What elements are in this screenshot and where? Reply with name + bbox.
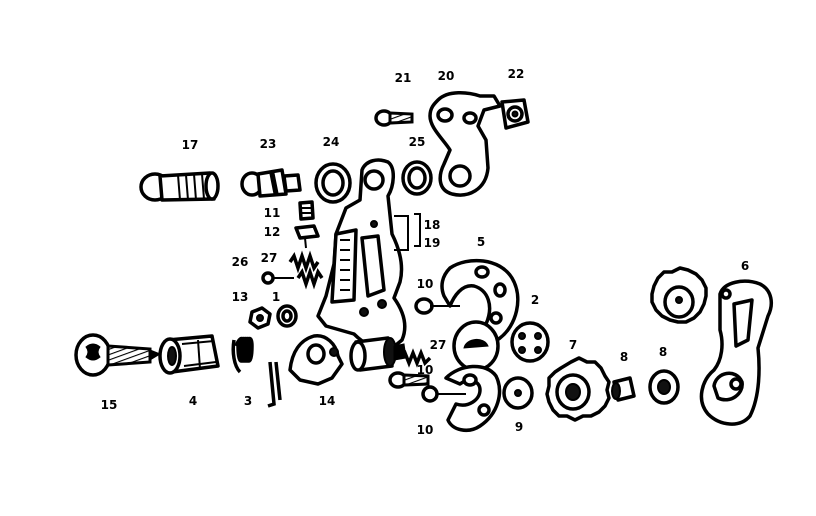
- callout-3: 3: [244, 394, 252, 408]
- part-11-12-adjuster: [294, 200, 320, 249]
- part-7-pulley: [545, 356, 611, 422]
- callout-24: 24: [323, 135, 340, 149]
- callout-19: 19: [424, 236, 441, 250]
- callout-10-lower: 10: [417, 423, 434, 437]
- part-21-screw: [374, 109, 414, 127]
- part-10-screw-lower: [421, 385, 466, 403]
- part-23-pivot-bolt: [240, 168, 302, 198]
- callout-bracket-18-19: [414, 213, 421, 247]
- callout-18: 18: [424, 218, 441, 232]
- callout-20: 20: [438, 69, 455, 83]
- part-24-ring: [314, 162, 352, 204]
- part-2-spacer: [510, 321, 550, 363]
- part-8-bushing: [611, 376, 636, 402]
- callout-14: 14: [319, 394, 336, 408]
- part-16-screw: [388, 371, 430, 389]
- callout-2: 2: [531, 293, 539, 307]
- callout-22: 22: [508, 67, 525, 81]
- callout-9: 9: [515, 420, 523, 434]
- part-tension-pulley: [650, 266, 708, 324]
- part-27-springs-upper: [288, 250, 324, 290]
- callout-13: 13: [232, 290, 249, 304]
- callout-17: 17: [182, 138, 199, 152]
- part-3-spring: [231, 336, 282, 408]
- part-13-nut: [248, 306, 272, 330]
- callout-7: 7: [569, 338, 577, 352]
- callout-6: 6: [741, 259, 749, 273]
- part-20-bracket: [428, 91, 502, 197]
- part-8-washer: [648, 369, 680, 405]
- part-10-screw-upper: [414, 297, 460, 315]
- part-22-washer: [500, 98, 530, 130]
- part-1-washer: [276, 304, 298, 328]
- callout-26: 26: [232, 255, 249, 269]
- part-26-pin: [261, 271, 294, 285]
- callout-27-lower: 27: [430, 338, 447, 352]
- part-center-axle: [349, 336, 407, 372]
- callout-25: 25: [409, 135, 426, 149]
- callout-1: 1: [272, 290, 280, 304]
- part-9-washer: [502, 376, 534, 410]
- callout-15: 15: [101, 398, 118, 412]
- part-17-barrel: [139, 171, 220, 202]
- callout-8-left: 8: [620, 350, 628, 364]
- callout-8-right: 8: [659, 345, 667, 359]
- part-4-sleeve: [158, 334, 220, 375]
- callout-5: 5: [477, 235, 485, 249]
- callout-21: 21: [395, 71, 412, 85]
- callout-10-upper: 10: [417, 277, 434, 291]
- part-27-spring-lower: [398, 348, 432, 368]
- part-5-cage-lower: [444, 320, 502, 432]
- part-15-bolt: [74, 333, 162, 377]
- callout-23: 23: [260, 137, 277, 151]
- callout-27-upper: 27: [261, 251, 278, 265]
- part-18-19-body: [316, 158, 409, 353]
- callout-11: 11: [264, 206, 281, 220]
- callout-4: 4: [189, 394, 197, 408]
- part-25-ring: [401, 160, 433, 196]
- callout-12: 12: [264, 225, 281, 239]
- callout-10-middle: 10: [417, 363, 434, 377]
- part-6-cage-plate: [699, 279, 774, 426]
- part-14-arm: [288, 334, 344, 386]
